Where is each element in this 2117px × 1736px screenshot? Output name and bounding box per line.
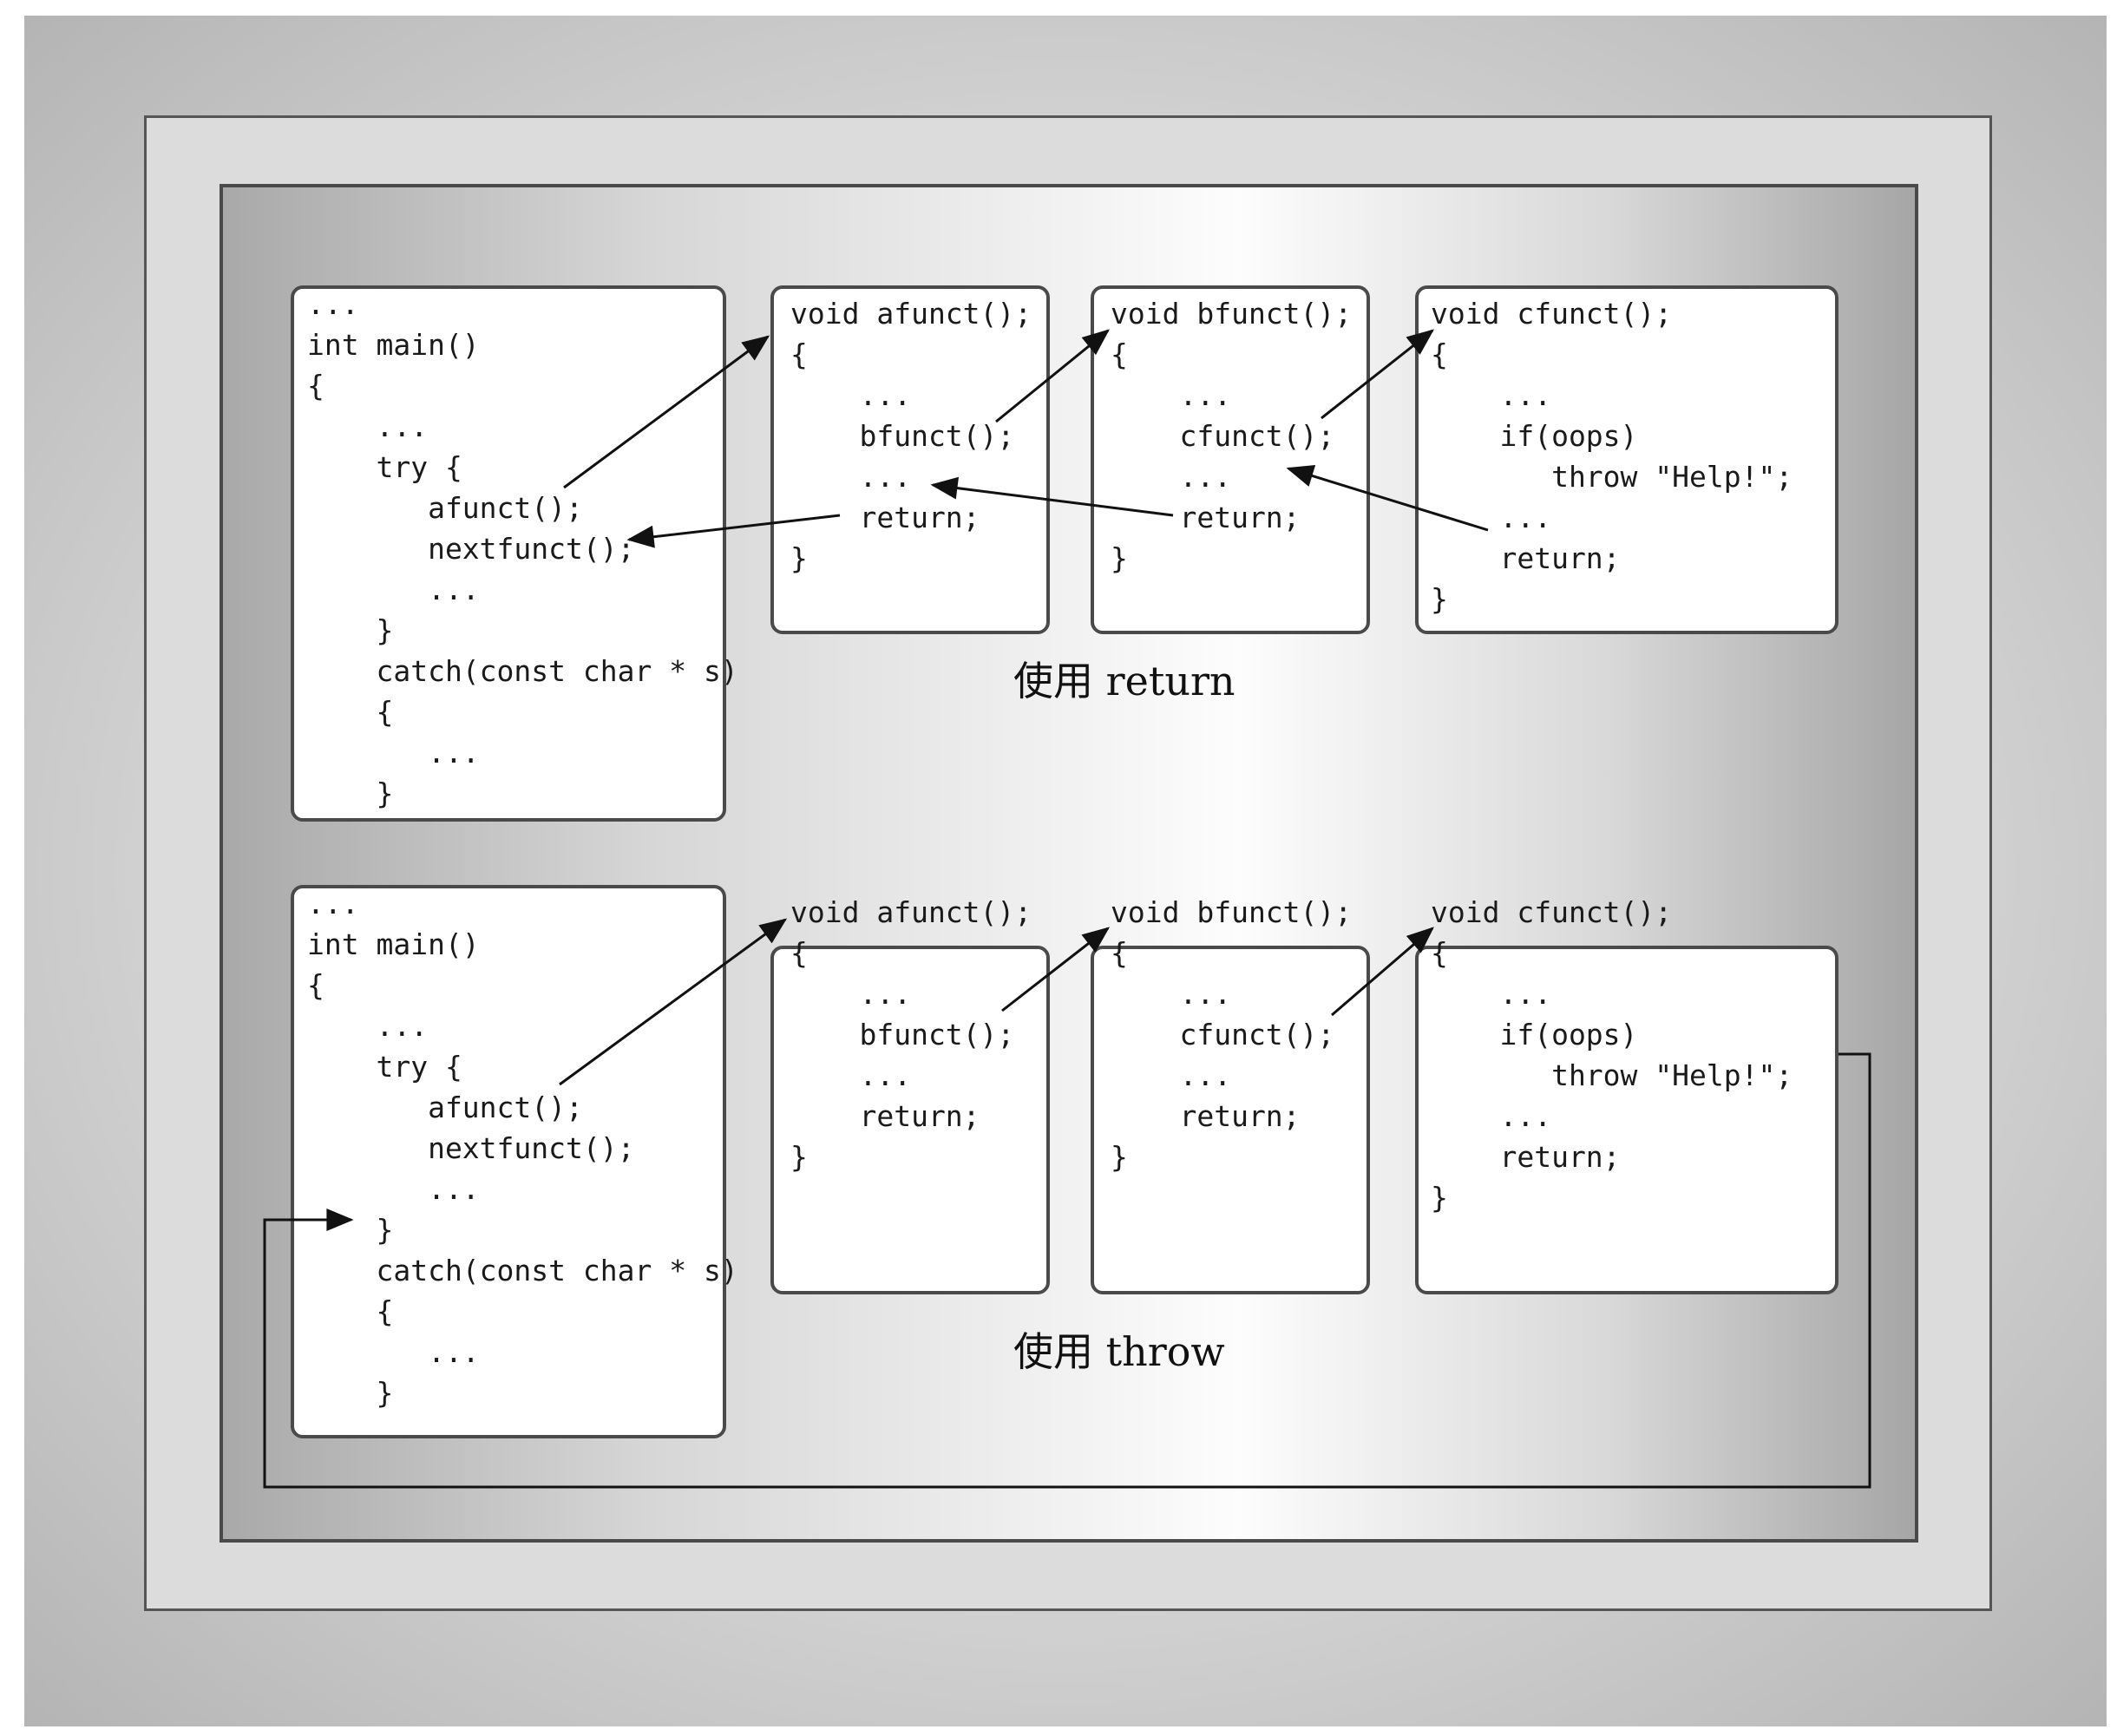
throw-cfunct-box [1415,946,1838,1294]
return-main-box [291,285,726,822]
throw-afunct-box [770,946,1050,1294]
return-arrow-bfunct-to-afunct [930,476,1174,517]
throw-bfunct-box [1091,946,1370,1294]
throw-main-box [291,885,726,1438]
throw-cfunct-code: void cfunct(); { ... if(oops) throw "Hel… [1431,895,1793,1215]
call-arrow-afunct-to-bfunct [995,329,1111,423]
return-cfunct-box [1415,285,1838,634]
return-bfunct-box [1091,285,1370,634]
return-caption: 使用 return [1013,658,1235,704]
return-arrow-cfunct-to-bfunct [1286,465,1489,532]
throw-main-code: ... int main() { ... try { afunct(); nex… [307,887,738,1410]
return-afunct-code: void afunct(); { ... bfunct(); ... retur… [790,297,1032,575]
call-arrow-bfunct-to-cfunct [1321,329,1435,420]
return-bfunct-code: void bfunct(); { ... cfunct(); ... retur… [1111,297,1353,575]
throw-caption: 使用 throw [1013,1328,1225,1375]
throw-arrow-cfunct-to-catch [263,1052,1871,1489]
throw-call-arrow-main-to-afunct [559,918,788,1086]
return-main-code: ... int main() { ... try { afunct(); nex… [307,287,738,810]
throw-call-arrow-bfunct-to-cfunct [1331,927,1434,1017]
call-arrow-main-to-afunct [563,335,770,489]
return-afunct-box [770,285,1050,634]
throw-afunct-code: void afunct(); { ... bfunct(); ... retur… [790,895,1032,1174]
return-arrow-afunct-to-main [626,514,841,548]
throw-call-arrow-afunct-to-bfunct [1001,927,1111,1012]
return-cfunct-code: void cfunct(); { ... if(oops) throw "Hel… [1431,297,1793,616]
throw-bfunct-code: void bfunct(); { ... cfunct(); ... retur… [1111,895,1353,1174]
